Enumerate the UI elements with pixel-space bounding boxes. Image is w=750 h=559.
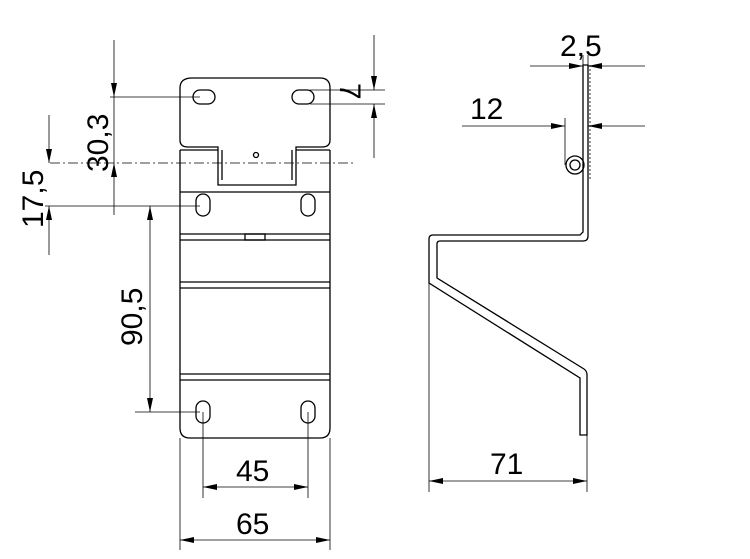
- dim-17-5: 17,5: [17, 170, 50, 228]
- dim-71: 71: [490, 448, 523, 481]
- top-tab: [179, 77, 331, 186]
- side-dimensions: 2,5 12 71: [428, 30, 645, 492]
- dim-45: 45: [236, 455, 269, 488]
- dim-12: 12: [470, 93, 503, 126]
- bracket-profile: [428, 64, 589, 436]
- front-view: [50, 77, 355, 439]
- dim-2-5: 2,5: [560, 30, 602, 63]
- dim-90-5: 90,5: [116, 288, 149, 346]
- mounting-slots: [192, 89, 316, 424]
- dim-7: 7: [333, 83, 366, 100]
- bracket-body: [179, 149, 331, 439]
- front-dimensions: 30,3 17,5 90,5 7 45 65: [17, 35, 385, 550]
- dim-30-3: 30,3: [82, 114, 115, 172]
- dim-65: 65: [236, 508, 269, 541]
- side-view: [428, 64, 591, 436]
